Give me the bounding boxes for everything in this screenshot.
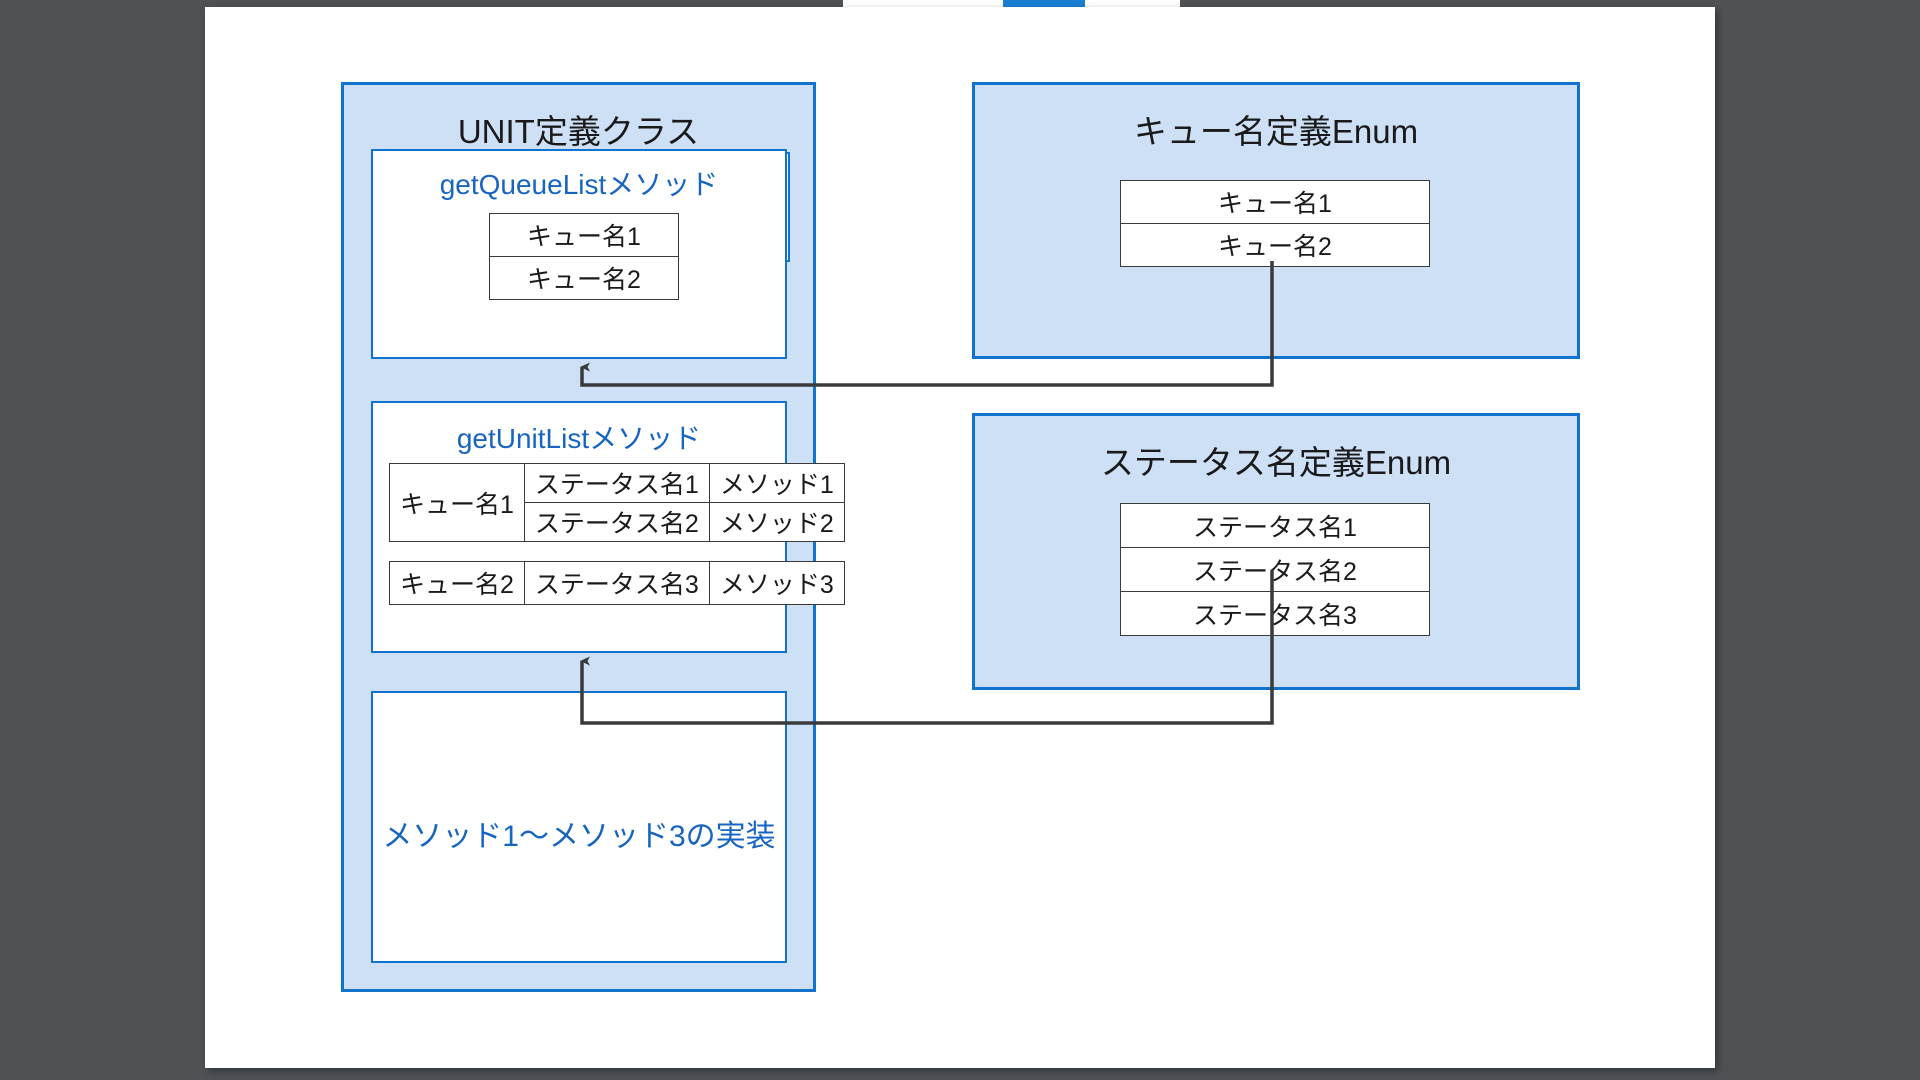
table-row[interactable]: キュー名1 xyxy=(1120,180,1430,224)
panel-status-enum[interactable]: ステータス名定義Enum ステータス名1 ステータス名2 ステータス名3 xyxy=(972,413,1580,690)
cell-queue-name[interactable]: キュー名2 xyxy=(489,256,679,300)
cell-queue-name[interactable]: キュー名1 xyxy=(389,463,525,542)
document-canvas: UNIT定義クラス getQueueListメソッド キュー名1 キュー名2 g… xyxy=(205,7,1715,1068)
cell-queue-name[interactable]: キュー名1 xyxy=(489,213,679,257)
implementation-text: メソッド1〜メソッド3の実装 xyxy=(382,820,776,853)
panel-unit-class-title: UNIT定義クラス xyxy=(457,113,700,150)
cell-queue-name[interactable]: キュー名2 xyxy=(1120,223,1430,267)
table-get-queue-list[interactable]: キュー名1 キュー名2 xyxy=(489,213,679,300)
methodbox-get-queue-list-frame[interactable]: getQueueListメソッド キュー名1 キュー名2 xyxy=(371,149,787,359)
table-row[interactable]: キュー名2 xyxy=(489,256,679,300)
cell-queue-name[interactable]: キュー名1 xyxy=(1120,180,1430,224)
cell-queue-name[interactable]: キュー名2 xyxy=(389,561,525,605)
cell-status-name[interactable]: ステータス名2 xyxy=(1120,547,1430,592)
cell-status-name[interactable]: ステータス名3 xyxy=(523,561,710,605)
cell-status-name[interactable]: ステータス名1 xyxy=(523,463,710,503)
table-row[interactable]: キュー名2 ステータス名3 メソッド3 xyxy=(389,561,845,605)
cell-status-name[interactable]: ステータス名2 xyxy=(523,502,710,542)
methodbox-get-unit-list[interactable]: getUnitListメソッド キュー名1 ステータス名1 メソッド1 ステータ… xyxy=(371,401,845,653)
table-unit-group-2[interactable]: キュー名2 ステータス名3 メソッド3 xyxy=(389,561,845,605)
cell-method-name[interactable]: メソッド3 xyxy=(708,561,845,605)
toolbar-active-tab[interactable] xyxy=(1003,0,1085,9)
panel-queue-enum-title: キュー名定義Enum xyxy=(1133,113,1419,150)
table-row[interactable]: ステータス名1 xyxy=(1120,503,1430,548)
table-row[interactable]: ステータス名2 メソッド2 xyxy=(390,502,845,542)
table-queue-enum[interactable]: キュー名1 キュー名2 xyxy=(1120,180,1430,267)
table-status-enum[interactable]: ステータス名1 ステータス名2 ステータス名3 xyxy=(1120,503,1430,636)
table-row[interactable]: キュー名1 ステータス名1 メソッド1 xyxy=(389,463,845,542)
table-unit-group-1[interactable]: キュー名1 ステータス名1 メソッド1 ステータス名2 メソッド2 xyxy=(389,463,845,542)
methodbox-implementation[interactable]: メソッド1〜メソッド3の実装 xyxy=(371,691,787,963)
method-title-get-unit-list: getUnitListメソッド xyxy=(456,423,702,454)
panel-status-enum-title: ステータス名定義Enum xyxy=(1100,444,1452,481)
table-row[interactable]: キュー名2 xyxy=(1120,223,1430,267)
table-row[interactable]: キュー名1 xyxy=(489,213,679,257)
cell-method-name[interactable]: メソッド2 xyxy=(708,502,845,542)
table-row[interactable]: ステータス名3 xyxy=(1120,591,1430,636)
method-title-get-queue-list: getQueueListメソッド xyxy=(439,169,719,200)
panel-queue-enum[interactable]: キュー名定義Enum キュー名1 キュー名2 xyxy=(972,82,1580,359)
cell-method-name[interactable]: メソッド1 xyxy=(708,463,845,503)
table-row[interactable]: ステータス名2 xyxy=(1120,547,1430,592)
cell-status-name[interactable]: ステータス名3 xyxy=(1120,591,1430,636)
cell-status-name[interactable]: ステータス名1 xyxy=(1120,503,1430,548)
